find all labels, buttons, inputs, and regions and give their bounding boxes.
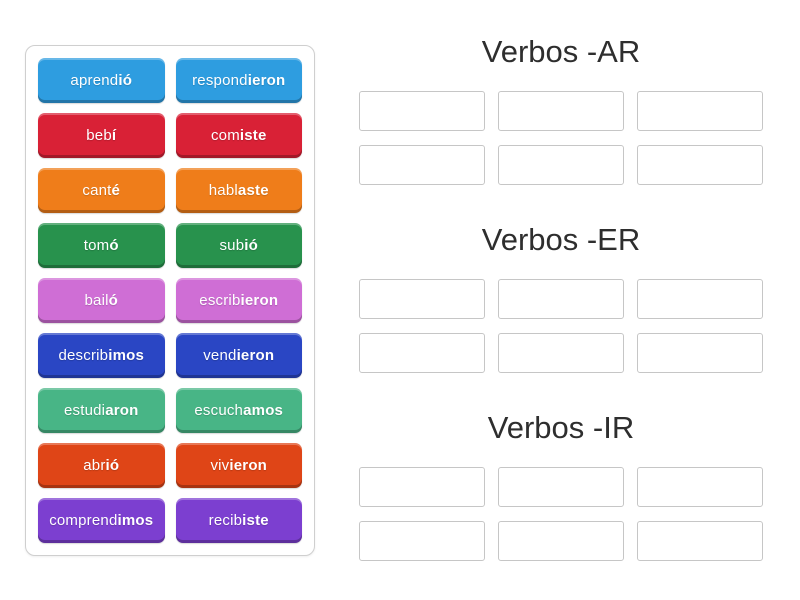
tile-ending: ieron — [236, 347, 275, 364]
tile-stem: escuch — [194, 402, 244, 419]
tile-stem: recib — [208, 512, 243, 529]
tile-ending: iste — [239, 127, 267, 144]
group-title-ir: Verbos -IR — [487, 410, 635, 445]
tile-ending: amos — [243, 402, 284, 419]
drop-slot[interactable] — [359, 279, 485, 319]
drop-slot[interactable] — [637, 521, 763, 561]
tile-stem: bail — [84, 292, 109, 309]
tile-stem: describ — [58, 347, 109, 364]
tile-stem: abr — [83, 457, 106, 474]
tile-stem: habl — [208, 182, 238, 199]
tile-stem: escrib — [199, 292, 241, 309]
drop-slot[interactable] — [498, 279, 624, 319]
drop-slot[interactable] — [359, 521, 485, 561]
group-title-ar: Verbos -AR — [481, 34, 641, 69]
drop-slot[interactable] — [359, 333, 485, 373]
drop-slot[interactable] — [637, 467, 763, 507]
tile-ending: ieron — [240, 292, 279, 309]
tile-ending: ió — [118, 72, 133, 89]
tile-ending: aron — [105, 402, 139, 419]
sort-groups: Verbos -AR Verbos -ER Verbos -IR — [359, 33, 763, 597]
drop-slot[interactable] — [498, 91, 624, 131]
tile-stem: com — [210, 127, 240, 144]
group-title-er: Verbos -ER — [481, 222, 641, 257]
tile-stem: vend — [203, 347, 237, 364]
tile-ending: ó — [109, 237, 119, 254]
tile-stem: respond — [192, 72, 248, 89]
tile-ending: aste — [237, 182, 269, 199]
drop-slot[interactable] — [359, 467, 485, 507]
drop-slot[interactable] — [637, 279, 763, 319]
tile-ending: ió — [244, 237, 259, 254]
tile-stem: viv — [210, 457, 230, 474]
group-slots — [359, 91, 763, 185]
group-verbos-ar: Verbos -AR — [359, 33, 763, 185]
tile-ending: ieron — [247, 72, 286, 89]
tile-ending: imos — [117, 512, 154, 529]
tile-stem: estudi — [63, 402, 106, 419]
drop-slot[interactable] — [637, 145, 763, 185]
tile-ending: ió — [105, 457, 120, 474]
tile-ending: ieron — [229, 457, 268, 474]
tile-stem: tom — [83, 237, 110, 254]
tile-ending: imos — [108, 347, 145, 364]
tile-ending: í — [111, 127, 117, 144]
drop-slot[interactable] — [359, 91, 485, 131]
drop-slot[interactable] — [359, 145, 485, 185]
group-slots — [359, 279, 763, 373]
drop-slot[interactable] — [498, 333, 624, 373]
tile-stem: beb — [86, 127, 112, 144]
drop-slot[interactable] — [498, 467, 624, 507]
tile-ending: ó — [108, 292, 119, 309]
group-verbos-er: Verbos -ER — [359, 221, 763, 373]
group-verbos-ir: Verbos -IR — [359, 409, 763, 561]
group-slots — [359, 467, 763, 561]
tile-stem: comprend — [49, 512, 118, 529]
drop-slot[interactable] — [498, 145, 624, 185]
tile-ending: é — [111, 182, 121, 199]
drop-slot[interactable] — [637, 333, 763, 373]
tile-stem: sub — [219, 237, 245, 254]
tile-stem: aprend — [70, 72, 119, 89]
drop-slot[interactable] — [498, 521, 624, 561]
drop-slot[interactable] — [637, 91, 763, 131]
tile-ending: iste — [242, 512, 269, 529]
tile-stem: cant — [82, 182, 112, 199]
